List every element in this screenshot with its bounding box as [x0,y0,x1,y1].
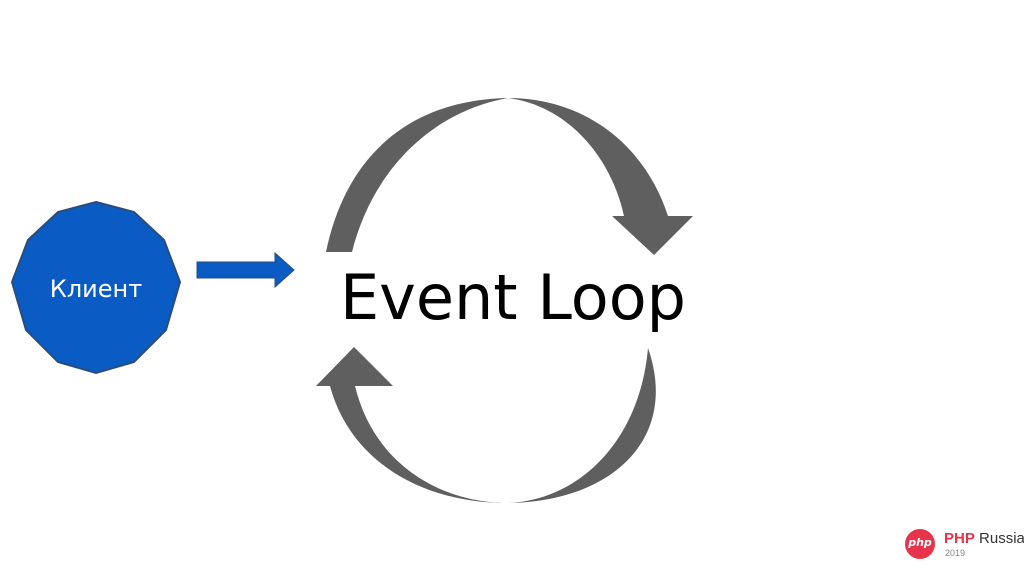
logo-name: PHP Russia [944,531,1024,547]
php-badge-icon: php [905,529,935,559]
event-loop-label: Event Loop [340,261,686,334]
client-node [10,200,182,375]
php-russia-logo: php PHP Russia 2019 [905,527,1024,561]
logo-name-bold: PHP [944,530,975,547]
connector-arrow [196,251,295,289]
logo-year: 2019 [945,548,966,558]
logo-name-rest: Russia [979,530,1024,547]
client-label: Клиент [49,275,143,303]
loop-arrow-bottom [316,347,656,503]
php-badge-text: php [908,536,932,549]
loop-arrow-top [326,98,693,255]
